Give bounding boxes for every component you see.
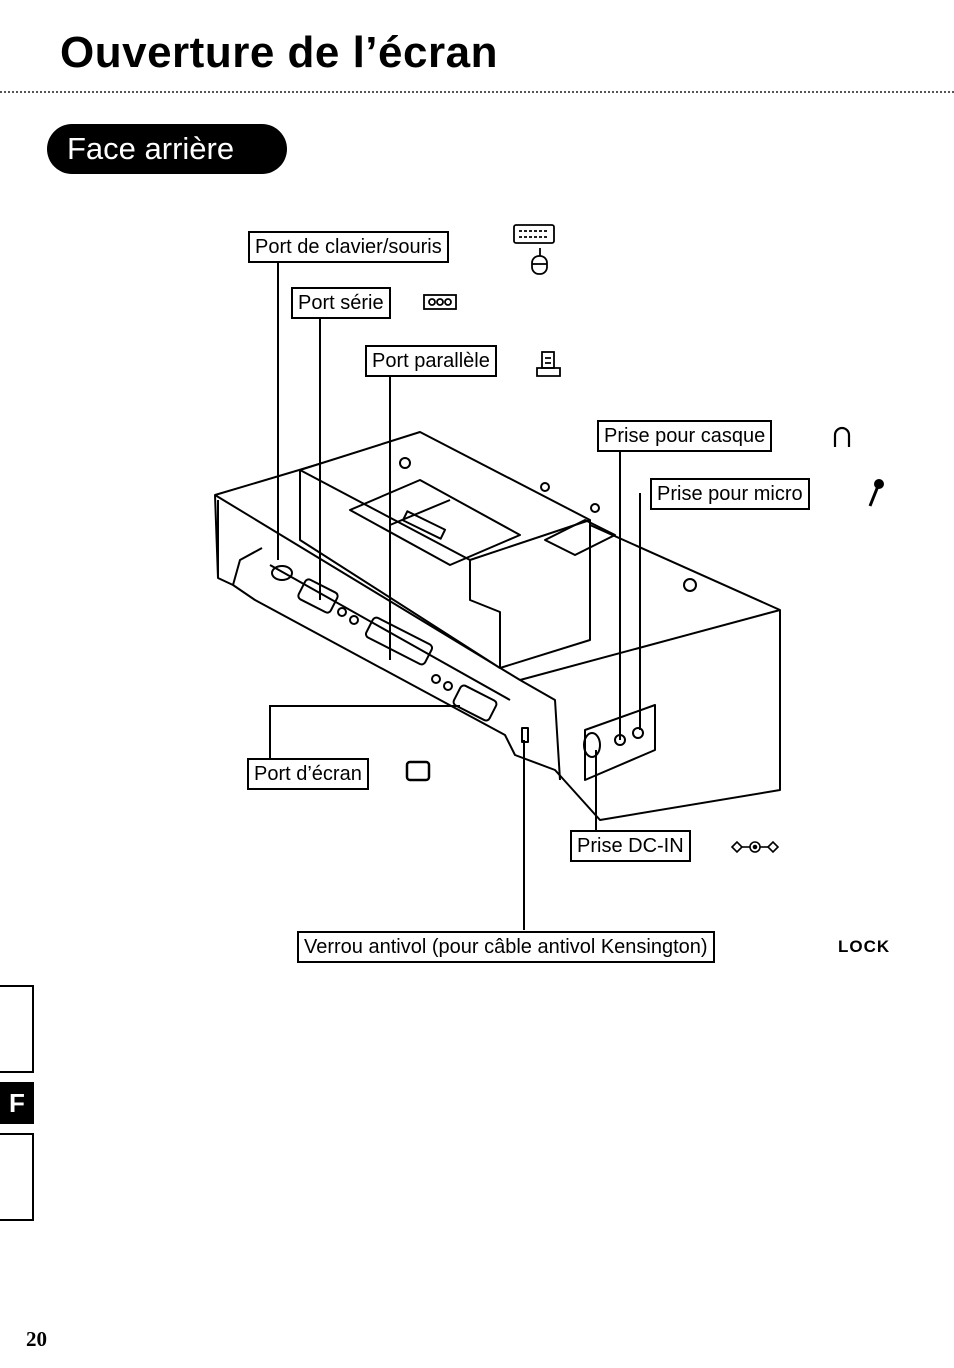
label-dc-in-jack: Prise DC-IN xyxy=(570,830,691,862)
monitor-icon xyxy=(405,760,431,782)
label-security-lock: Verrou antivol (pour câble antivol Kensi… xyxy=(297,931,715,963)
label-microphone-jack: Prise pour micro xyxy=(650,478,810,510)
page-title: Ouverture de l’écran xyxy=(60,28,498,77)
label-headphone-jack: Prise pour casque xyxy=(597,420,773,452)
side-tab-empty-top xyxy=(0,985,34,1073)
microphone-icon xyxy=(868,479,884,507)
language-tab-f: F xyxy=(0,1082,34,1124)
label-keyboard-mouse-port: Port de clavier/souris xyxy=(248,231,449,263)
label-serial-port: Port série xyxy=(291,287,391,319)
label-parallel-port: Port parallèle xyxy=(365,345,497,377)
keyboard-mouse-icon xyxy=(513,224,555,275)
title-rule xyxy=(0,91,954,93)
label-display-port: Port d’écran xyxy=(247,758,369,790)
dc-polarity-icon xyxy=(730,840,780,854)
side-tab-empty-bottom xyxy=(0,1133,34,1221)
headphone-icon xyxy=(833,426,851,447)
page-number: 20 xyxy=(26,1327,47,1351)
serial-port-icon xyxy=(423,294,457,310)
printer-icon xyxy=(536,351,561,377)
lock-symbol: LOCK xyxy=(838,937,891,956)
section-heading: Face arrière xyxy=(47,124,287,174)
